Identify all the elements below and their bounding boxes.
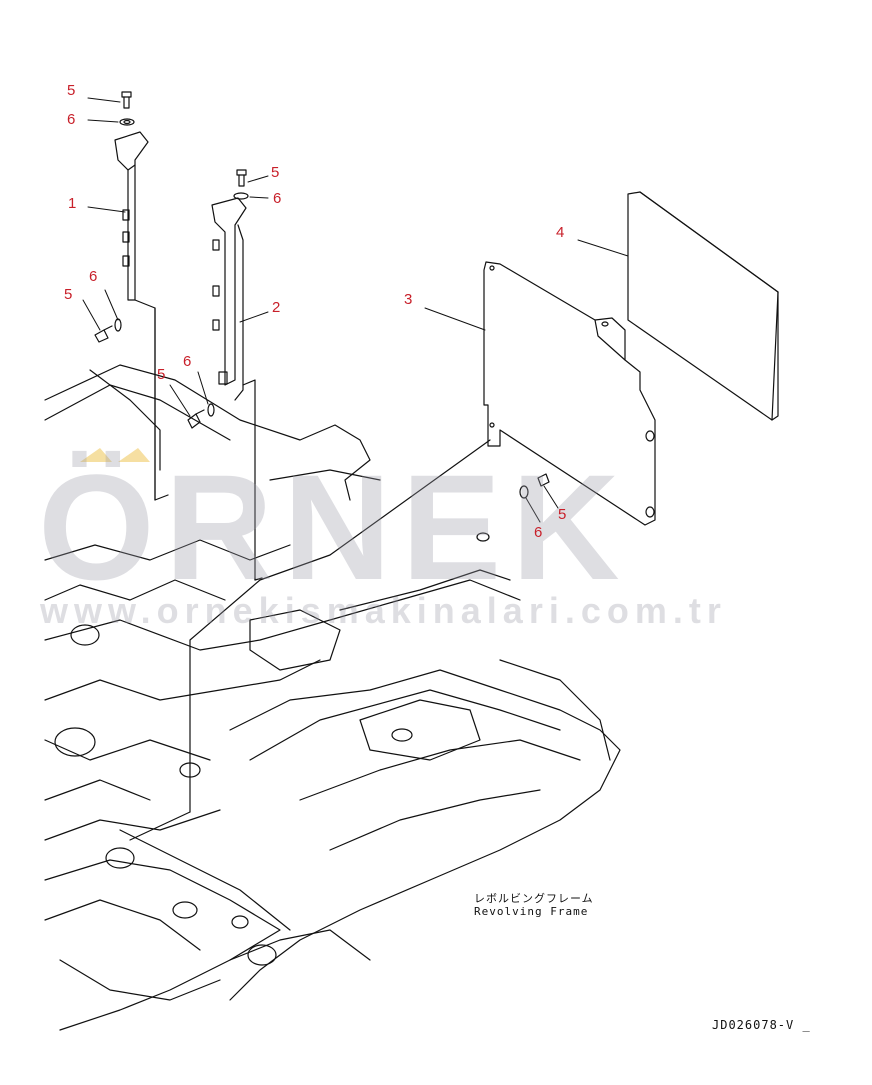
part-4-pad — [627, 191, 779, 421]
callout-part-3: 3 — [404, 291, 413, 308]
callout-part-1: 1 — [68, 195, 77, 212]
revolving-frame — [44, 364, 621, 1031]
bolts-washers — [94, 91, 550, 499]
watermark-accent — [80, 448, 150, 462]
drawing-code: JD026078-V _ — [712, 1018, 811, 1032]
leader-lines — [82, 97, 629, 523]
callout-washer: 6 — [67, 111, 76, 128]
callout-washer: 6 — [273, 190, 282, 207]
callout-bolt: 5 — [558, 506, 567, 523]
watermark-url: www.ornekismakinalari.com.tr — [40, 590, 727, 631]
callout-washer: 6 — [89, 268, 98, 285]
callout-washer: 6 — [534, 524, 543, 541]
callout-bolt: 5 — [67, 82, 76, 99]
callout-part-2: 2 — [272, 299, 281, 316]
part-3-plate — [483, 261, 656, 526]
callout-washer: 6 — [183, 353, 192, 370]
callout-bolt: 5 — [64, 286, 73, 303]
guide-lines — [129, 307, 491, 841]
part-1-bracket — [114, 131, 169, 501]
watermark-brand: ÖRNEK — [38, 443, 630, 611]
part-2-bracket — [211, 197, 263, 581]
frame-label-english: Revolving Frame — [474, 905, 589, 918]
callout-bolt: 5 — [271, 164, 280, 181]
callout-part-4: 4 — [556, 224, 565, 241]
frame-label-japanese: レボルビングフレーム — [474, 892, 594, 905]
callout-bolt: 5 — [157, 366, 166, 383]
frame-holes — [54, 532, 490, 966]
